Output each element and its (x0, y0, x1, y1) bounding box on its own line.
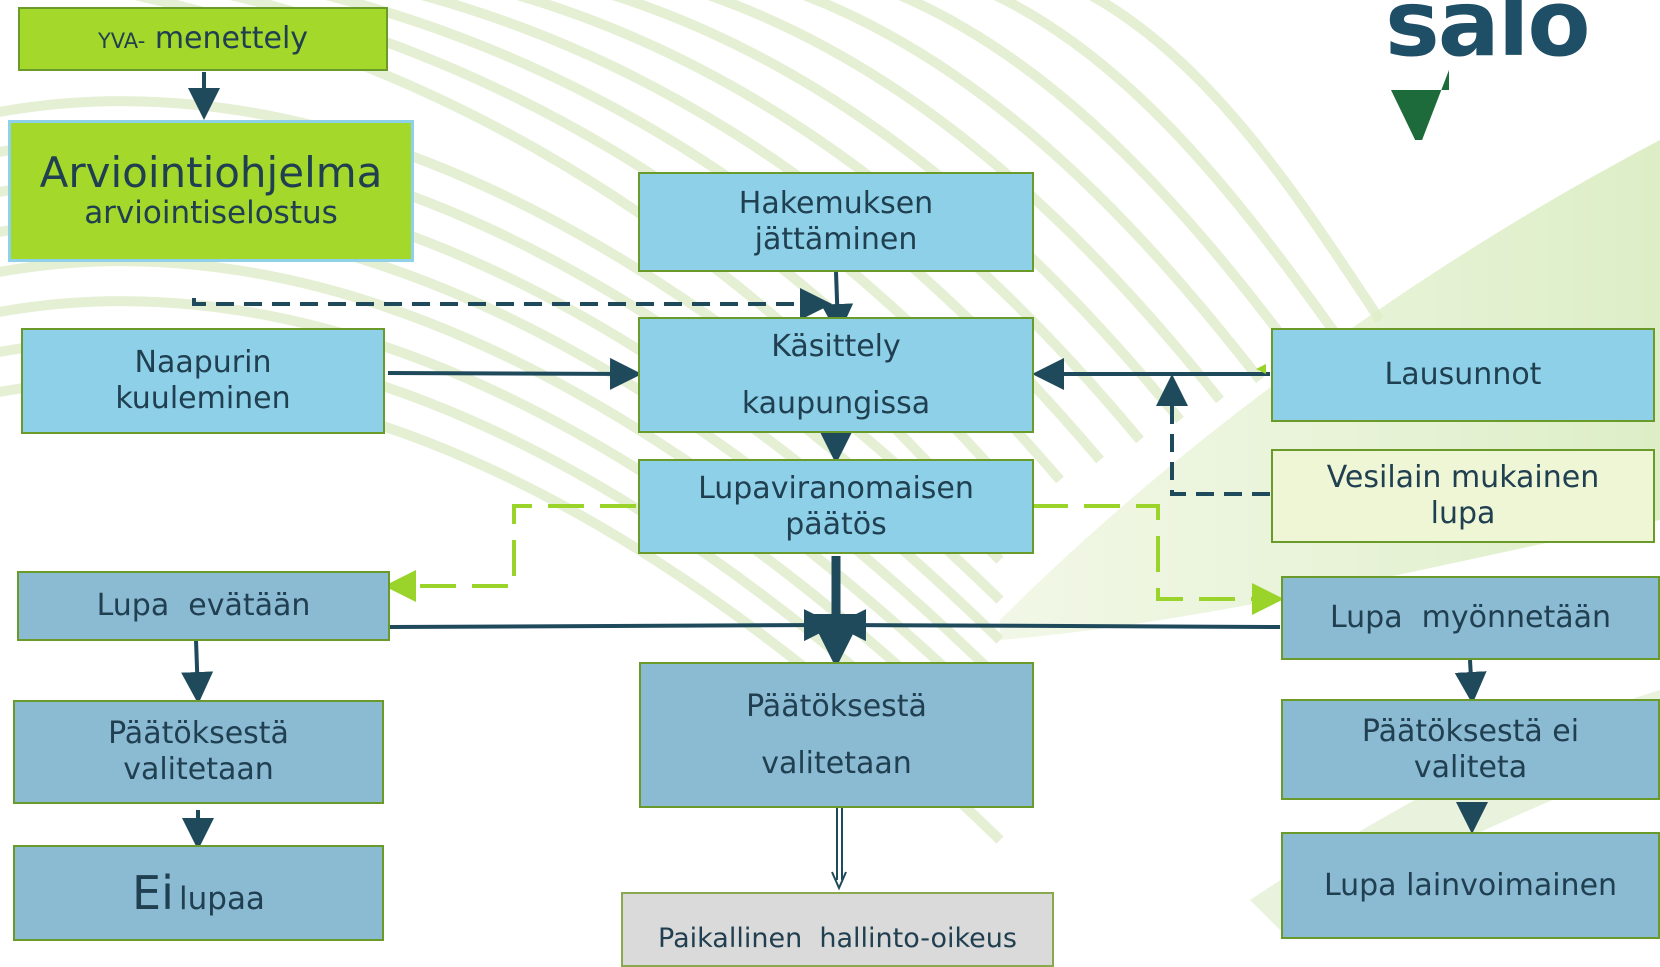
water-act-permit-box: Vesilain mukainen lupa (1271, 449, 1655, 543)
court-label: Paikallinen hallinto-oikeus (658, 922, 1017, 954)
permit-final-box: Lupa lainvoimainen (1281, 832, 1660, 939)
appeal-left-box: Päätöksestä valitetaan (13, 700, 384, 804)
no-permit-box: Ei lupaa (13, 845, 384, 941)
authority-decision-box: Lupaviranomaisen päätös (638, 459, 1034, 554)
assessment-program-title: Arviointiohjelma (39, 148, 383, 198)
salo-logo: salo (1385, 0, 1660, 162)
no-appeal-line2: valiteta (1413, 749, 1528, 785)
neighbor-line2: kuuleminen (115, 381, 291, 416)
no-appeal-box: Päätöksestä ei valiteta (1281, 699, 1660, 800)
permit-granted-box: Lupa myönnetään (1281, 576, 1660, 660)
administrative-court-box: Paikallinen hallinto-oikeus (621, 892, 1054, 967)
neighbor-hearing-box: Naapurin kuuleminen (21, 328, 385, 434)
statements-box: Lausunnot (1271, 328, 1655, 422)
permit-denied-box: Lupa evätään (17, 571, 390, 641)
application-line1: Hakemuksen (738, 186, 934, 221)
decision-line2: päätös (785, 506, 887, 542)
assessment-program-box: Arviointiohjelma arviointiselostus (8, 120, 414, 262)
application-submission-box: Hakemuksen jättäminen (638, 172, 1034, 272)
water-act-line1: Vesilain mukainen (1326, 460, 1600, 495)
statements-label: Lausunnot (1384, 357, 1542, 392)
city-processing-box: Käsittely kaupungissa (638, 317, 1034, 433)
application-line2: jättäminen (754, 222, 918, 257)
no-permit-small: lupaa (179, 881, 265, 917)
leaf-icon (1391, 70, 1449, 148)
appeal-left-line1: Päätöksestä (108, 716, 289, 751)
decision-line1: Lupaviranomaisen (698, 470, 974, 506)
neighbor-line1: Naapurin (134, 345, 272, 380)
processing-line1: Käsittely (771, 329, 901, 364)
appeal-left-line2: valitetaan (123, 752, 274, 787)
no-appeal-line1: Päätöksestä ei (1361, 713, 1580, 749)
yva-procedure-box: YVA- menettely (18, 7, 388, 71)
assessment-report-label: arviointiselostus (84, 195, 338, 232)
permit-granted-label: Lupa myönnetään (1329, 600, 1612, 635)
appeal-center-line2: valitetaan (761, 746, 912, 781)
permit-final-label: Lupa lainvoimainen (1323, 867, 1618, 903)
water-act-line2: lupa (1430, 496, 1496, 531)
yva-label: menettely (154, 21, 309, 56)
processing-line2: kaupungissa (741, 386, 931, 421)
yva-prefix: YVA- (97, 29, 146, 53)
no-permit-big: Ei (132, 866, 174, 920)
appeal-center-line1: Päätöksestä (746, 689, 927, 724)
appeal-center-box: Päätöksestä valitetaan (639, 662, 1034, 808)
permit-denied-label: Lupa evätään (96, 588, 311, 623)
logo-text: salo (1385, 0, 1591, 77)
